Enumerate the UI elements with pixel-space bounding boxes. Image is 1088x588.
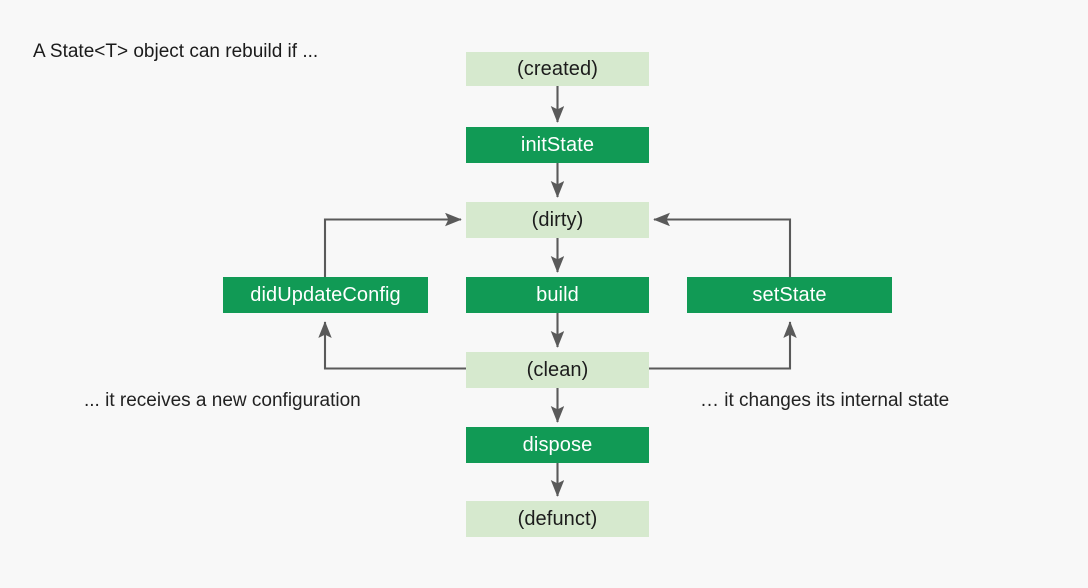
node-build[interactable]: build	[466, 277, 649, 313]
node-dirty[interactable]: (dirty)	[466, 202, 649, 238]
node-build-label: build	[536, 284, 579, 306]
node-dirty-label: (dirty)	[531, 209, 584, 231]
node-initstate-label: initState	[520, 134, 595, 156]
node-created[interactable]: (created)	[466, 52, 649, 86]
edge-didupdateconfig-dirty	[323, 212, 462, 277]
node-setstate-label: setState	[752, 284, 827, 306]
diagram-title: A State<T> object can rebuild if ...	[33, 41, 319, 62]
node-clean[interactable]: (clean)	[466, 352, 649, 388]
edge-clean-didupdateconfig	[318, 321, 466, 370]
node-defunct-label: (defunct)	[517, 508, 598, 530]
node-dispose[interactable]: dispose	[466, 427, 649, 463]
edge-setstate-dirty	[653, 212, 792, 277]
node-defunct[interactable]: (defunct)	[466, 501, 649, 537]
caption-right: … it changes its internal state	[700, 390, 950, 411]
node-initstate[interactable]: initState	[466, 127, 649, 163]
node-setstate[interactable]: setState	[687, 277, 892, 313]
node-clean-label: (clean)	[526, 359, 589, 381]
node-created-label: (created)	[517, 58, 598, 80]
node-didupdateconfig-label: didUpdateConfig	[250, 284, 401, 306]
edge-clean-setstate	[649, 321, 797, 370]
node-dispose-label: dispose	[522, 434, 593, 456]
node-didupdateconfig[interactable]: didUpdateConfig	[223, 277, 428, 313]
caption-left: ... it receives a new configuration	[84, 390, 361, 411]
